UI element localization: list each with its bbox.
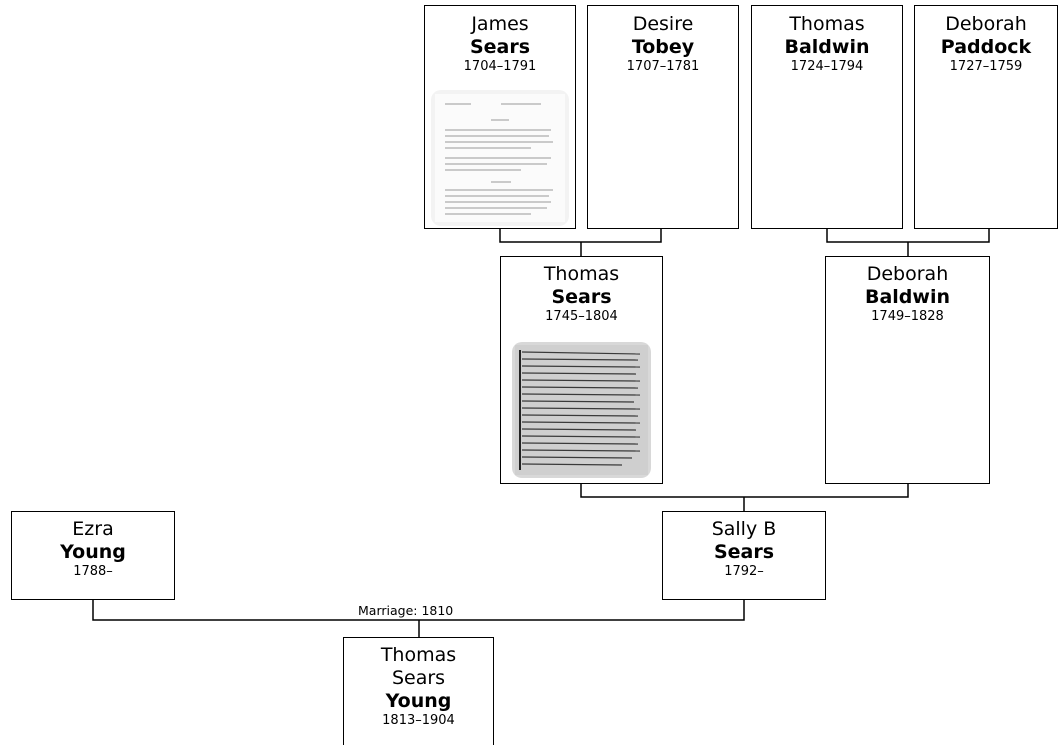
document-photo[interactable]	[431, 90, 569, 226]
person-card-thomas-baldwin[interactable]: Thomas Baldwin 1724–1794	[751, 5, 903, 229]
surname: Paddock	[940, 36, 1032, 58]
given-name: Desire	[632, 13, 694, 35]
life-years: 1749–1828	[871, 309, 944, 324]
given-name: Sally B	[711, 518, 777, 540]
given-name: Ezra	[72, 518, 114, 540]
given-name: James	[471, 13, 529, 35]
person-card-deborah-baldwin[interactable]: Deborah Baldwin 1749–1828	[825, 256, 990, 484]
given-name-second: Sears	[391, 667, 446, 689]
given-name: Deborah	[866, 263, 949, 285]
life-years: 1788–	[73, 564, 113, 579]
given-name: Thomas	[789, 13, 865, 35]
document-photo[interactable]	[512, 342, 651, 478]
surname: Sears	[469, 36, 531, 58]
person-card-james-sears[interactable]: James Sears 1704–1791	[424, 5, 576, 229]
life-years: 1704–1791	[463, 59, 537, 74]
couple-line-james-desire	[499, 229, 662, 243]
surname: Baldwin	[784, 36, 870, 58]
surname: Tobey	[631, 36, 695, 58]
surname: Young	[60, 541, 126, 563]
person-card-ezra-young[interactable]: Ezra Young 1788–	[11, 511, 175, 600]
person-card-thomas-sears[interactable]: Thomas Sears 1745–1804	[500, 256, 663, 484]
surname: Sears	[551, 286, 612, 308]
couple-line-thomas-deborah	[826, 229, 990, 243]
life-years: 1724–1794	[790, 59, 864, 74]
person-card-desire-tobey[interactable]: Desire Tobey 1707–1781	[587, 5, 739, 229]
surname: Young	[385, 690, 452, 712]
given-name: Thomas	[380, 644, 457, 666]
couple-line-thomas-deborah-baldwin	[580, 484, 909, 498]
given-name: Thomas	[543, 263, 620, 285]
person-card-deborah-paddock[interactable]: Deborah Paddock 1727–1759	[914, 5, 1058, 229]
marriage-label: Marriage: 1810	[358, 603, 454, 618]
printed-document-thumbnail-icon	[431, 90, 569, 226]
life-years: 1727–1759	[949, 59, 1023, 74]
person-card-sally-sears[interactable]: Sally B Sears 1792–	[662, 511, 826, 600]
life-years: 1745–1804	[545, 309, 618, 324]
given-name: Deborah	[945, 13, 1027, 35]
person-card-thomas-sears-young[interactable]: Thomas Sears Young 1813–1904	[343, 637, 494, 745]
life-years: 1813–1904	[382, 713, 455, 728]
handwritten-document-thumbnail-icon	[512, 342, 651, 478]
surname: Baldwin	[864, 286, 950, 308]
life-years: 1707–1781	[626, 59, 700, 74]
life-years: 1792–	[724, 564, 764, 579]
surname: Sears	[713, 541, 775, 563]
